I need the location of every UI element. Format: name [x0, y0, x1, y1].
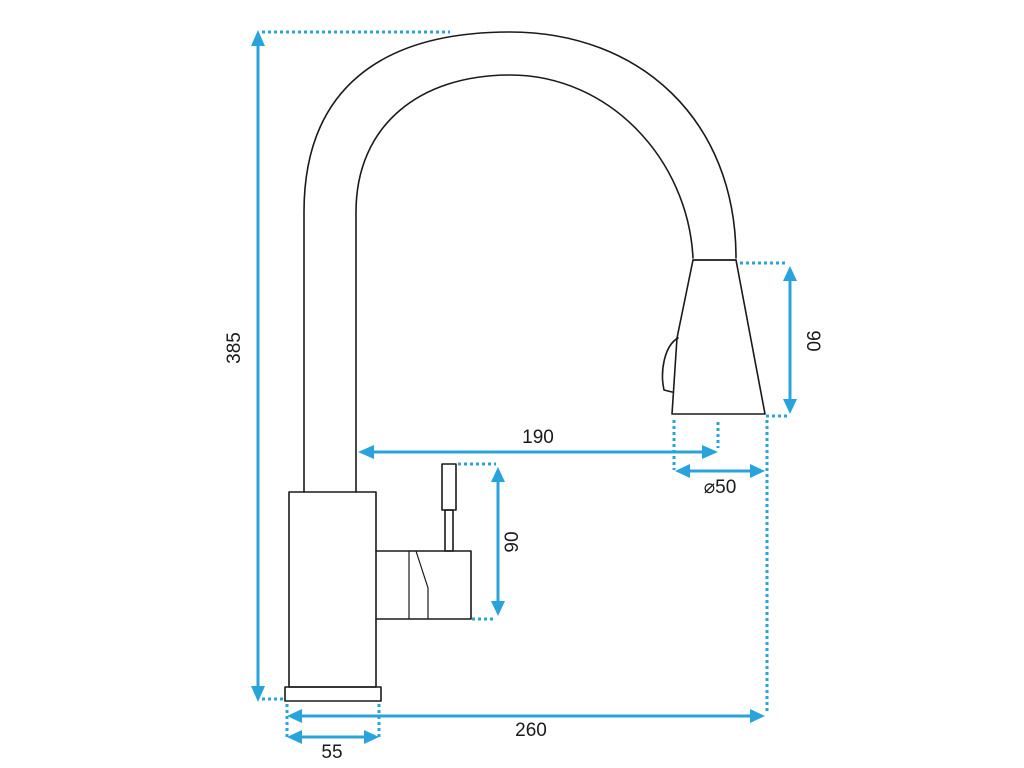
dimension-labels: 385 90 190 ⌀50 90 260 55	[224, 330, 823, 763]
label-base-diameter: 55	[321, 742, 342, 763]
dim-base-diameter	[285, 704, 381, 744]
lever-block	[375, 550, 472, 620]
dim-lever-height	[458, 462, 505, 621]
faucet-base	[284, 686, 382, 702]
spray-head-button	[661, 337, 679, 393]
lever-notch	[415, 550, 429, 619]
dimension-lines	[251, 30, 797, 744]
dim-spout-reach	[358, 422, 720, 459]
label-spray-head-height: 90	[802, 330, 823, 351]
lever-handle	[441, 463, 457, 511]
spout-outer-curve	[303, 31, 737, 493]
label-spout-reach: 190	[522, 427, 554, 448]
spray-head	[671, 259, 766, 415]
dim-spray-diameter	[672, 420, 765, 478]
label-total-length: 260	[515, 720, 547, 741]
faucet-body	[288, 491, 377, 688]
lever-stem	[444, 509, 454, 552]
faucet-outline	[284, 31, 766, 702]
label-total-height: 385	[224, 332, 245, 364]
spout-inner-curve	[355, 74, 694, 493]
label-spray-diameter: ⌀50	[704, 477, 737, 498]
dim-spray-head-height	[740, 261, 797, 418]
dim-total-height	[251, 30, 450, 702]
dim-total-length	[287, 420, 769, 723]
label-lever-height: 90	[502, 531, 523, 552]
